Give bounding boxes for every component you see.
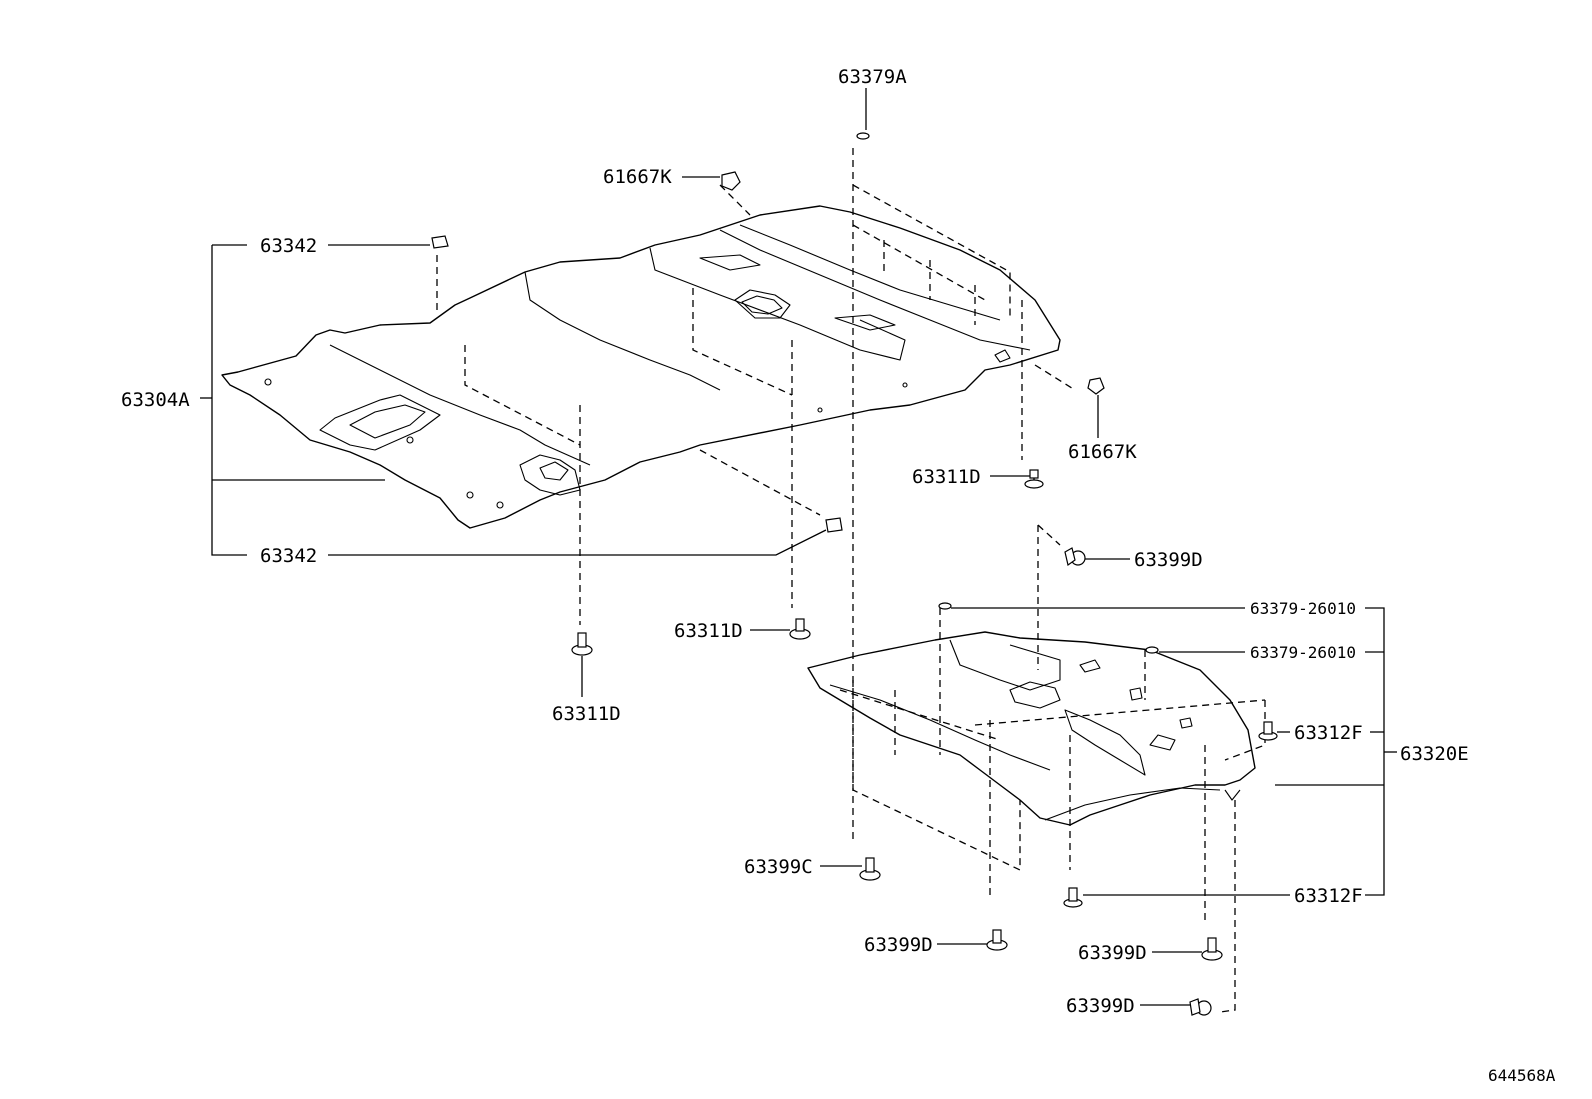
leader-lines xyxy=(200,88,1397,1006)
clip-63399D-b xyxy=(1201,937,1223,961)
callout-63379-26010-b: 63379-26010 xyxy=(1250,643,1356,662)
clip-63399D-c xyxy=(1189,998,1212,1016)
callout-61667K-top: 61667K xyxy=(603,166,672,188)
callout-63312F-lower: 63312F xyxy=(1294,885,1363,907)
callout-63399D-a: 63399D xyxy=(864,934,933,956)
callout-63379A: 63379A xyxy=(838,66,907,88)
washer-63379-26010-b xyxy=(1145,646,1159,654)
callout-63311D-center: 63311D xyxy=(674,620,743,642)
headliner-main xyxy=(221,205,1061,529)
clip-63311D-center xyxy=(789,618,811,640)
washer-63379-26010-a xyxy=(938,602,952,610)
callout-63379-26010-a: 63379-26010 xyxy=(1250,599,1356,618)
clip-61667K-top xyxy=(721,171,741,191)
callout-63399D-top: 63399D xyxy=(1134,549,1203,571)
assembly-dashed-lines xyxy=(436,148,1266,1013)
callout-61667K-right: 61667K xyxy=(1068,441,1137,463)
clip-61667K-right xyxy=(1087,377,1105,395)
callout-63399C: 63399C xyxy=(744,856,813,878)
clip-63311D-right xyxy=(1024,469,1044,489)
clip-63312F-upper xyxy=(1258,721,1278,741)
clip-63399C xyxy=(859,857,881,881)
pad-63342-bottom xyxy=(825,517,843,533)
callout-63312F-upper: 63312F xyxy=(1294,722,1363,744)
callout-63320E: 63320E xyxy=(1400,743,1469,765)
clip-63312F-lower xyxy=(1063,887,1083,908)
callout-63311D-left: 63311D xyxy=(552,703,621,725)
clip-63399D-a xyxy=(986,929,1008,951)
pad-63342-top xyxy=(431,235,449,249)
callout-63399D-b: 63399D xyxy=(1078,942,1147,964)
callout-63342-bottom: 63342 xyxy=(260,545,317,567)
callout-63399D-c: 63399D xyxy=(1066,995,1135,1017)
clip-63399D-top xyxy=(1064,547,1086,567)
headliner-rear xyxy=(807,631,1256,826)
clip-63311D-left xyxy=(571,632,593,656)
diagram-id: 644568A xyxy=(1488,1066,1556,1085)
fastener-63379A xyxy=(856,132,870,140)
callout-63342-top: 63342 xyxy=(260,235,317,257)
callout-63311D-right: 63311D xyxy=(912,466,981,488)
callout-63304A: 63304A xyxy=(121,389,190,411)
